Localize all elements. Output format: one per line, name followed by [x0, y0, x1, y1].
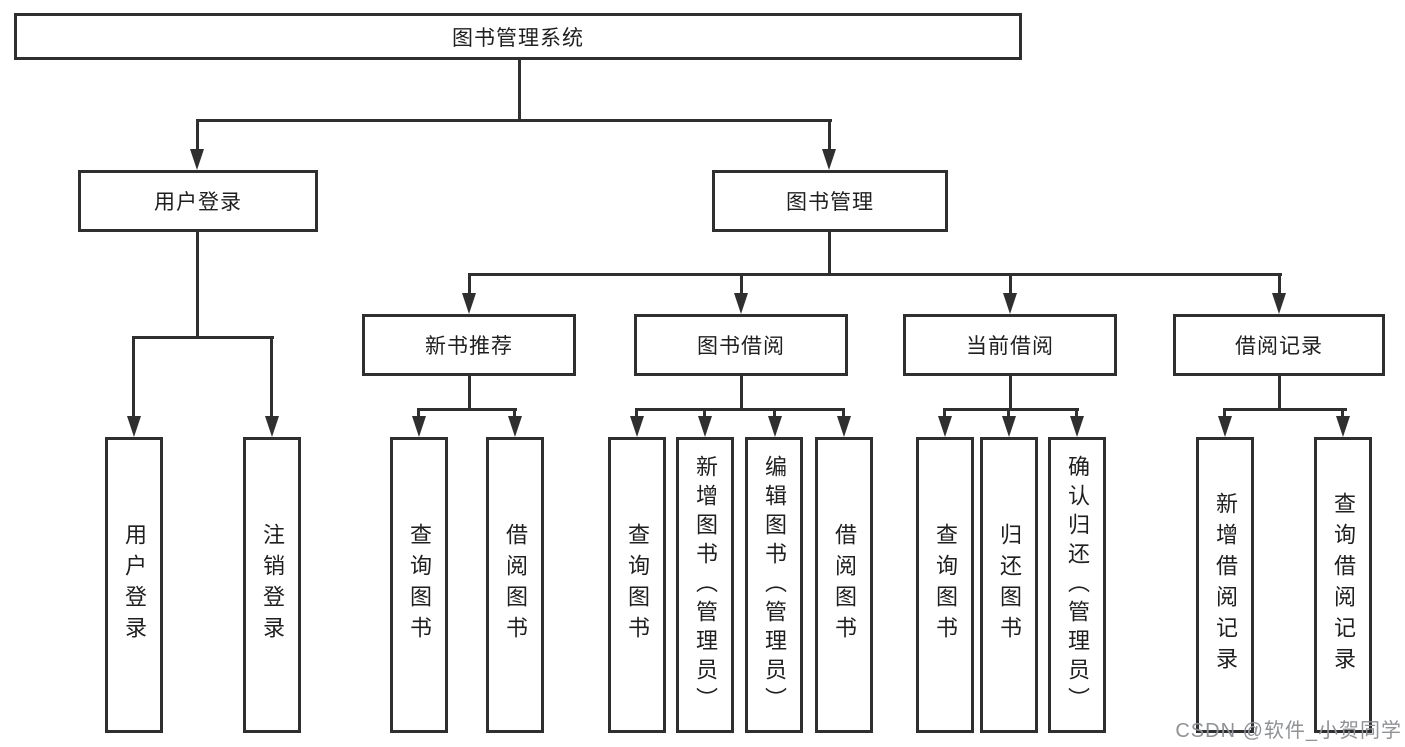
connector-g4-rail: [943, 408, 1079, 411]
connector-g2-rail: [417, 408, 517, 411]
leaf-borrow-books-recommend-label: 借阅图书: [503, 523, 528, 647]
connector-g5-drop-2: [1341, 408, 1344, 418]
leaf-user-login-label: 用户登录: [122, 523, 147, 647]
leaf-add-borrow-record: 新增借阅记录: [1196, 437, 1254, 733]
arrowhead-book-borrow: [734, 293, 748, 314]
connector-g5-stem: [1278, 376, 1281, 408]
arrowhead-g4-leaf-2: [1002, 416, 1016, 437]
connector-g3-drop-2: [703, 408, 706, 418]
leaf-borrow-books-label: 借阅图书: [832, 523, 857, 647]
csdn-watermark: CSDN @软件_小贺同学: [1175, 720, 1402, 742]
connector-user-login-stem: [196, 232, 199, 336]
connector-g5-drop-1: [1223, 408, 1226, 418]
arrowhead-g2-leaf-1: [412, 416, 426, 437]
connector-user-login-drop: [196, 119, 199, 153]
leaf-logout-label: 注销登录: [260, 523, 285, 647]
connector-root-rail: [196, 119, 832, 122]
node-book-borrow-label: 图书借阅: [697, 335, 785, 358]
arrowhead-book-mgmt: [822, 149, 836, 170]
connector-book-borrow-drop: [740, 273, 743, 297]
leaf-confirm-return-admin: 确认归还（管理员）: [1048, 437, 1106, 733]
leaf-query-borrow-record: 查询借阅记录: [1314, 437, 1372, 733]
arrowhead-g3-leaf-2: [698, 416, 712, 437]
node-book-management-label: 图书管理: [786, 191, 874, 214]
connector-book-mgmt-stem: [828, 232, 831, 273]
connector-g2-drop-1: [417, 408, 420, 418]
node-current-borrow-label: 当前借阅: [966, 335, 1054, 358]
leaf-edit-books-admin: 编辑图书（管理员）: [745, 437, 803, 733]
leaf-query-books-recommend: 查询图书: [390, 437, 448, 733]
connector-root-stem: [518, 60, 521, 119]
leaf-add-books-admin-label: 新增图书（管理员）: [693, 454, 718, 716]
leaf-edit-books-admin-label: 编辑图书（管理员）: [762, 454, 787, 716]
arrowhead-g3-leaf-3: [768, 416, 782, 437]
leaf-add-borrow-record-label: 新增借阅记录: [1213, 492, 1238, 678]
connector-leaf-user-login-drop: [132, 336, 135, 418]
leaf-borrow-books: 借阅图书: [815, 437, 873, 733]
connector-current-borrow-drop: [1009, 273, 1012, 297]
leaf-query-books-current: 查询图书: [916, 437, 974, 733]
connector-g3-stem: [740, 376, 743, 408]
arrowhead-g3-leaf-4: [837, 416, 851, 437]
leaf-borrow-books-recommend: 借阅图书: [486, 437, 544, 733]
node-book-management: 图书管理: [712, 170, 948, 232]
leaf-return-books-label: 归还图书: [997, 523, 1022, 647]
leaf-query-borrow-record-label: 查询借阅记录: [1331, 492, 1356, 678]
connector-g3-drop-4: [842, 408, 845, 418]
connector-g3-rail: [635, 408, 845, 411]
connector-g4-drop-3: [1075, 408, 1078, 418]
connector-g4-drop-2: [1007, 408, 1010, 418]
connector-new-book-drop: [468, 273, 471, 297]
connector-g4-drop-1: [943, 408, 946, 418]
node-borrow-records: 借阅记录: [1173, 314, 1385, 376]
connector-g2-stem: [468, 376, 471, 408]
arrowhead-leaf-logout: [265, 416, 279, 437]
node-book-borrow: 图书借阅: [634, 314, 848, 376]
leaf-confirm-return-admin-label: 确认归还（管理员）: [1065, 454, 1090, 716]
leaf-return-books: 归还图书: [980, 437, 1038, 733]
connector-borrow-records-drop: [1278, 273, 1281, 297]
connector-g3-drop-3: [773, 408, 776, 418]
node-user-login-label: 用户登录: [154, 191, 242, 214]
arrowhead-g4-leaf-1: [938, 416, 952, 437]
node-new-book-recommend-label: 新书推荐: [425, 335, 513, 358]
leaf-query-books-borrow: 查询图书: [608, 437, 666, 733]
connector-g5-rail: [1223, 408, 1347, 411]
connector-user-login-rail: [132, 336, 274, 339]
connector-book-mgmt-drop: [828, 119, 831, 153]
connector-book-mgmt-rail: [468, 273, 1282, 276]
arrowhead-borrow-records: [1272, 293, 1286, 314]
node-current-borrow: 当前借阅: [903, 314, 1117, 376]
leaf-query-books-recommend-label: 查询图书: [407, 523, 432, 647]
arrowhead-g2-leaf-2: [508, 416, 522, 437]
arrowhead-new-book: [462, 293, 476, 314]
node-borrow-records-label: 借阅记录: [1235, 335, 1323, 358]
arrowhead-g5-leaf-2: [1336, 416, 1350, 437]
node-user-login: 用户登录: [78, 170, 318, 232]
connector-g3-drop-1: [635, 408, 638, 418]
connector-leaf-logout-drop: [270, 336, 273, 418]
leaf-add-books-admin: 新增图书（管理员）: [676, 437, 734, 733]
node-library-system-label: 图书管理系统: [452, 26, 584, 50]
arrowhead-user-login: [190, 149, 204, 170]
node-new-book-recommend: 新书推荐: [362, 314, 576, 376]
arrowhead-current-borrow: [1003, 293, 1017, 314]
leaf-query-books-current-label: 查询图书: [933, 523, 958, 647]
connector-g4-stem: [1009, 376, 1012, 408]
arrowhead-g3-leaf-1: [630, 416, 644, 437]
arrowhead-g4-leaf-3: [1070, 416, 1084, 437]
arrowhead-leaf-user-login: [127, 416, 141, 437]
arrowhead-g5-leaf-1: [1218, 416, 1232, 437]
connector-g2-drop-2: [513, 408, 516, 418]
leaf-user-login: 用户登录: [105, 437, 163, 733]
leaf-logout: 注销登录: [243, 437, 301, 733]
leaf-query-books-borrow-label: 查询图书: [625, 523, 650, 647]
node-library-system: 图书管理系统: [14, 13, 1022, 60]
